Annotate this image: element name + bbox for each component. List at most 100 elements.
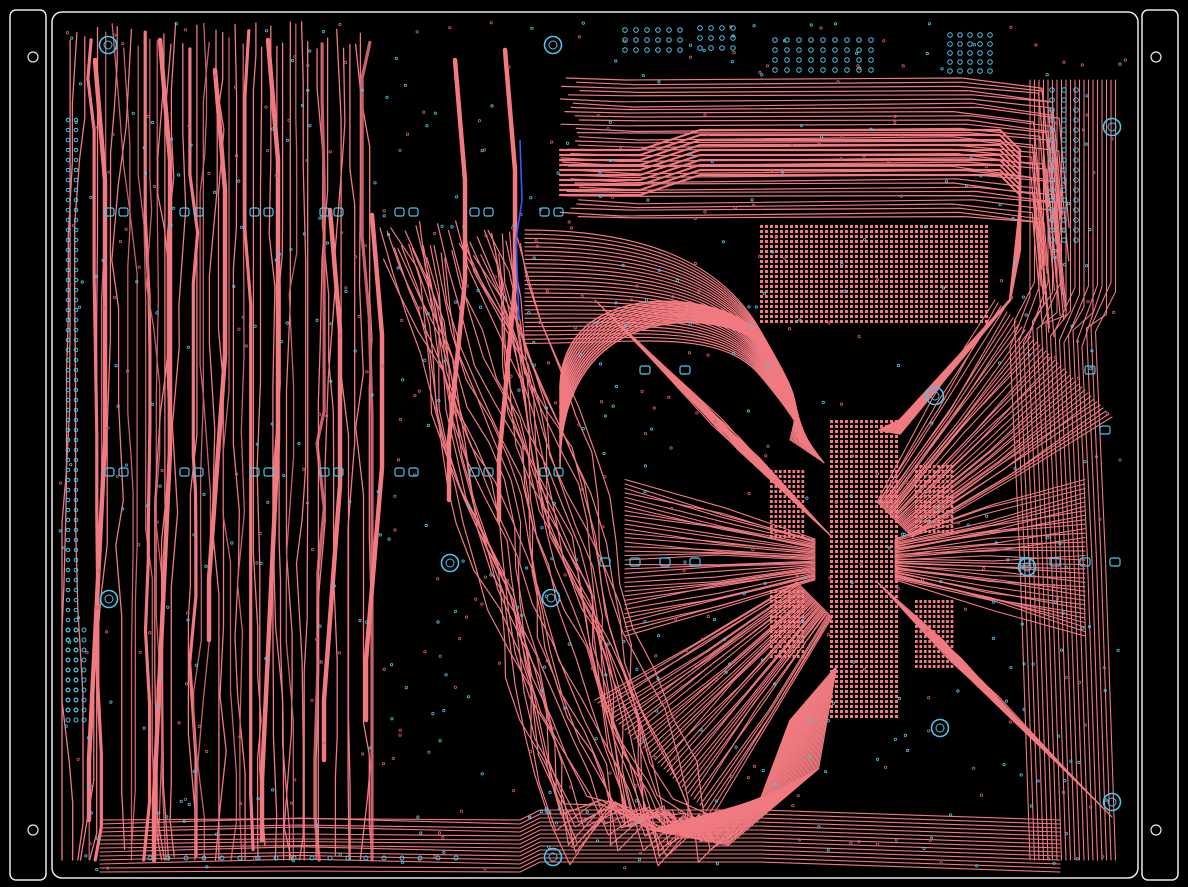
pad <box>937 600 940 603</box>
via-icon <box>73 327 79 333</box>
pad <box>830 650 833 653</box>
pad <box>860 285 863 288</box>
via-icon <box>382 214 386 218</box>
pad <box>915 270 918 273</box>
pad <box>880 225 883 228</box>
trace <box>99 825 1061 837</box>
trace <box>559 211 1050 333</box>
pad <box>928 605 931 608</box>
pad <box>850 230 853 233</box>
pad <box>774 515 778 518</box>
pad <box>792 470 796 473</box>
pad <box>870 705 873 708</box>
pad <box>890 230 893 233</box>
via-icon <box>333 207 344 217</box>
via-icon <box>65 517 71 523</box>
via-icon <box>249 207 260 217</box>
pad <box>985 265 988 268</box>
via-icon <box>264 105 268 109</box>
pad <box>970 275 973 278</box>
via-icon <box>271 788 275 792</box>
pad <box>835 500 838 503</box>
pad <box>780 265 783 268</box>
via-icon <box>638 851 643 856</box>
via-icon <box>234 85 238 89</box>
via-icon <box>747 305 751 309</box>
pad <box>965 300 968 303</box>
pad <box>965 240 968 243</box>
via-icon <box>832 57 838 63</box>
pad <box>855 225 858 228</box>
mounting-hole-drill <box>1022 562 1032 572</box>
pad <box>970 300 973 303</box>
pad <box>770 595 773 598</box>
pad <box>783 595 787 598</box>
pad <box>940 305 943 308</box>
pad <box>785 280 788 283</box>
pad <box>801 655 805 658</box>
pad <box>792 530 796 533</box>
pad <box>855 450 858 453</box>
pad <box>900 275 903 278</box>
via-icon <box>315 823 319 828</box>
pad <box>795 305 798 308</box>
via-icon <box>339 334 343 338</box>
pad <box>960 295 963 298</box>
pad <box>890 645 893 648</box>
pad <box>788 615 791 618</box>
via-icon <box>515 605 520 609</box>
pad <box>800 285 803 288</box>
pad <box>865 630 868 633</box>
pad <box>845 235 848 238</box>
pad <box>845 505 848 508</box>
pad <box>845 650 848 653</box>
pad <box>860 420 863 423</box>
pad <box>865 455 868 458</box>
via-icon <box>489 21 493 25</box>
pad <box>880 490 883 493</box>
trace <box>711 616 833 818</box>
via-icon <box>585 810 589 814</box>
via-icon <box>81 687 87 693</box>
pad <box>945 225 948 228</box>
pad <box>895 605 898 608</box>
pad <box>845 255 848 258</box>
pad <box>765 290 768 293</box>
via-icon <box>393 528 397 532</box>
pad <box>860 485 863 488</box>
pad <box>870 715 873 718</box>
via-icon <box>893 120 897 125</box>
pad <box>835 425 838 428</box>
via-icon <box>583 605 587 609</box>
pad <box>801 615 805 618</box>
via-icon <box>204 564 208 568</box>
pad <box>855 630 858 633</box>
pad <box>900 255 903 258</box>
pad <box>845 310 848 313</box>
pad <box>860 450 863 453</box>
pad <box>835 630 838 633</box>
pad <box>779 500 782 503</box>
pad <box>875 615 878 618</box>
pad <box>865 430 868 433</box>
pad <box>910 235 913 238</box>
pad <box>895 460 898 463</box>
pad <box>765 320 768 323</box>
pad <box>774 625 778 628</box>
bga-block-upper-right <box>915 465 954 533</box>
pad <box>895 705 898 708</box>
via-icon <box>169 137 174 141</box>
pad <box>890 580 893 583</box>
pad <box>801 525 805 528</box>
pad <box>880 715 883 718</box>
via-icon <box>947 59 953 65</box>
pad <box>805 285 808 288</box>
pad <box>800 235 803 238</box>
via-icon <box>166 605 170 609</box>
pad <box>919 465 923 468</box>
pad <box>788 640 791 643</box>
pad <box>875 660 878 663</box>
trace <box>572 102 1063 224</box>
via-icon <box>684 649 689 653</box>
via-icon <box>655 37 661 43</box>
